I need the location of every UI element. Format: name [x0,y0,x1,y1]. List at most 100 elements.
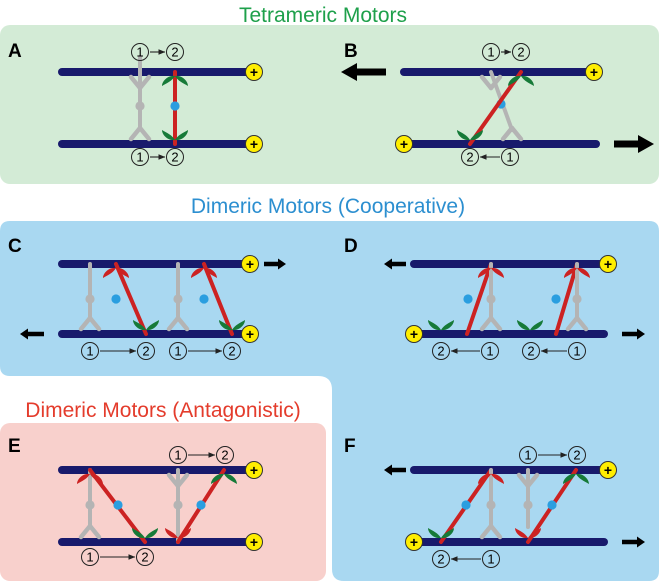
motion-arrow-large [341,63,386,81]
head-number: 1 [487,45,494,60]
head-number-circle [131,148,149,166]
panel-label-c: C [8,236,22,257]
motor-heads [563,473,589,484]
head-number: 2 [221,448,228,463]
head-number: 2 [527,344,534,359]
motor-head [132,528,145,539]
head-number-circle [461,148,479,166]
panel-label-e: E [8,436,21,457]
head-number: 1 [573,344,580,359]
motor-head [204,267,217,278]
plus-end-marker [245,461,263,479]
motor-head [521,75,534,86]
motor-head [478,267,491,278]
motor-heads [162,130,188,141]
head-number: 2 [517,45,524,60]
motor-head [563,473,576,484]
motor-head [491,473,504,484]
motor-head [77,473,90,484]
inactive-motor-heads [128,125,152,142]
plus-end-label: + [250,64,258,80]
panel-label-a: A [8,41,22,62]
motor-head [441,320,454,331]
plus-end-label: + [400,136,408,152]
inactive-head-arm [525,472,540,489]
inactive-motor-heads [516,472,540,489]
plus-end-label: + [246,326,254,342]
panel-label-b: B [344,41,358,62]
motor-hinge-active [170,101,180,111]
motor-hinge-active [463,294,473,304]
plus-end-marker [241,325,259,343]
motor-head [515,528,528,539]
active-motor-stalk [202,262,234,336]
motor-head [103,267,116,278]
head-number-circle [512,43,530,61]
motion-arrow-small [384,258,406,270]
plus-end-marker [585,63,603,81]
motor-head [145,528,158,539]
motor-head [508,75,521,86]
motor-hinge-inactive [85,294,95,304]
plus-end-marker [245,135,263,153]
inactive-head-arm [500,125,515,142]
inactive-head-arm [166,472,181,489]
motor-head [224,473,237,484]
head-number: 2 [573,448,580,463]
head-number-circle [81,342,99,360]
motor-head [491,267,504,278]
head-number-circle [519,446,537,464]
motor-heads [508,75,534,86]
motion-arrow-small [384,464,406,476]
inactive-motor-heads [479,74,503,91]
active-motor-stalk [114,262,148,336]
head-number: 1 [86,344,93,359]
head-number: 1 [86,550,93,565]
motor-hinge-active [547,500,557,510]
motor-head [175,130,188,141]
motor-heads [211,473,237,484]
inactive-head-arm [137,125,152,142]
inactive-motor-heads [500,125,524,142]
inactive-head-arm [479,523,494,540]
motor-head [517,320,530,331]
motor-heads [428,528,454,539]
head-number-circle [136,548,154,566]
motor-head [428,320,441,331]
inactive-motor-heads [479,315,503,332]
motor-head [232,320,245,331]
motor-hinge-inactive [173,294,183,304]
plus-end-label: + [410,534,418,550]
plus-end-label: + [604,256,612,272]
motor-head [178,528,191,539]
head-number: 2 [437,344,444,359]
inactive-head-arm [78,315,93,332]
motor-head [133,320,146,331]
motor-head [576,473,589,484]
inactive-motor-heads [166,472,190,489]
cooperative-title: Dimeric Motors (Cooperative) [191,195,465,218]
head-number: 1 [136,150,143,165]
motion-arrow-small [622,328,645,340]
inactive-head-arm [574,315,589,332]
inactive-motor-heads [479,523,503,540]
motor-heads [219,320,245,331]
motor-heads [103,267,129,278]
head-number-circle [568,342,586,360]
motor-hinge-active [113,500,123,510]
motor-hinge-active [551,294,561,304]
head-number: 2 [171,45,178,60]
head-number-circle [166,148,184,166]
head-number: 1 [487,552,494,567]
plus-end-label: + [250,534,258,550]
motor-heads [132,528,158,539]
inactive-head-arm [78,523,93,540]
inactive-head-arm [128,74,143,91]
head-number: 2 [228,344,235,359]
inactive-head-arm [87,315,102,332]
plus-end-marker [245,63,263,81]
motor-head [165,528,178,539]
motor-head [528,528,541,539]
head-number-circle [169,342,187,360]
motor-head [175,75,188,86]
